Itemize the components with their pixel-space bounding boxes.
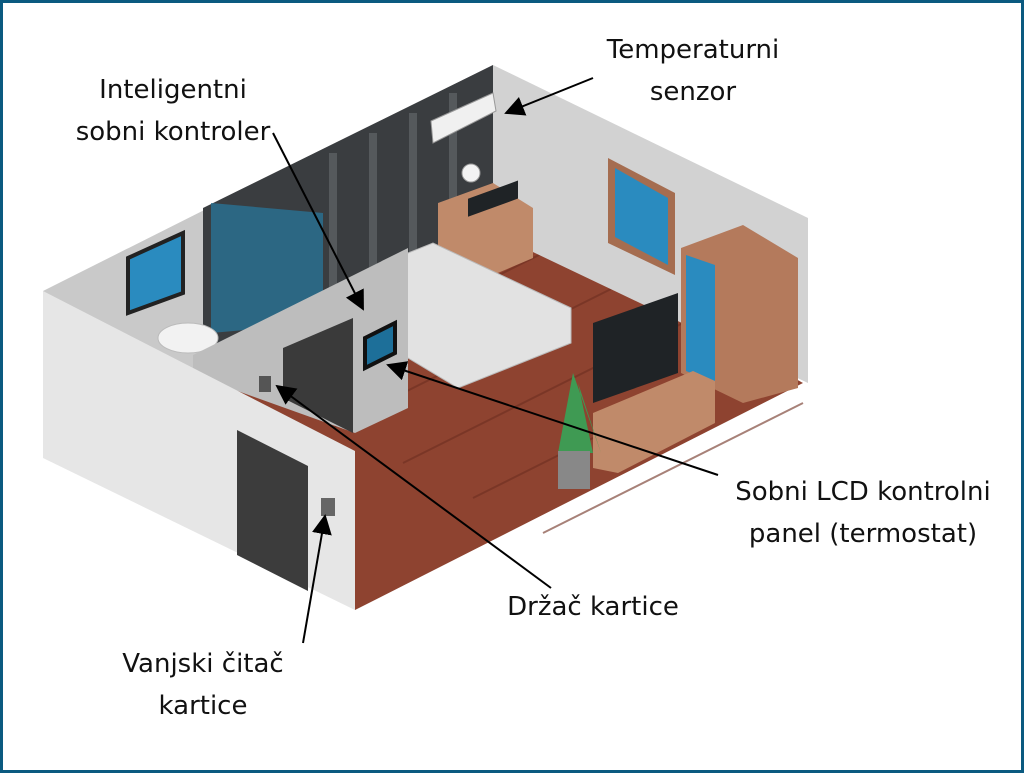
arrow-card-reader — [302, 514, 332, 644]
label-line: Držač kartice — [507, 592, 679, 622]
label-line: senzor — [649, 77, 737, 107]
label-line: sobni kontroler — [75, 117, 271, 147]
label-line: Temperaturni — [606, 35, 780, 65]
label-line: panel (termostat) — [748, 519, 978, 549]
shower — [211, 203, 323, 333]
wardrobe-mirror — [686, 255, 715, 383]
plant-pot — [558, 451, 590, 489]
lamp — [461, 163, 481, 183]
label-card-holder: Držač kartice — [493, 586, 693, 628]
phone — [468, 180, 518, 217]
callout-arrows — [272, 77, 719, 644]
window-glass — [615, 168, 668, 265]
card-holder-device — [259, 376, 271, 392]
label-room-controller: Inteligentni sobni kontroler — [63, 69, 283, 153]
label-line: Vanjski čitač — [122, 649, 284, 679]
label-line: kartice — [158, 691, 248, 721]
tv — [593, 293, 678, 403]
arrow-lcd-panel — [386, 361, 719, 476]
room-illustration — [43, 65, 808, 644]
nightstand — [438, 183, 533, 275]
label-line: Sobni LCD kontrolni — [735, 477, 991, 507]
plant-leaves — [558, 373, 601, 453]
tv-desk — [593, 371, 715, 473]
arrow-temp-sensor — [504, 77, 594, 116]
air-conditioner — [430, 92, 497, 144]
label-temperature-sensor: Temperaturni senzor — [588, 29, 798, 113]
label-line: Inteligentni — [99, 75, 247, 105]
arrow-controller — [272, 132, 364, 311]
card-reader-device — [321, 498, 335, 516]
label-card-reader: Vanjski čitač kartice — [113, 643, 293, 727]
label-lcd-panel: Sobni LCD kontrolni panel (termostat) — [718, 471, 1008, 555]
lcd-panel — [363, 319, 397, 372]
sink — [157, 322, 219, 354]
bathroom-mirror — [126, 229, 185, 316]
arrow-card-holder — [275, 384, 552, 589]
entrance-door — [237, 430, 308, 591]
